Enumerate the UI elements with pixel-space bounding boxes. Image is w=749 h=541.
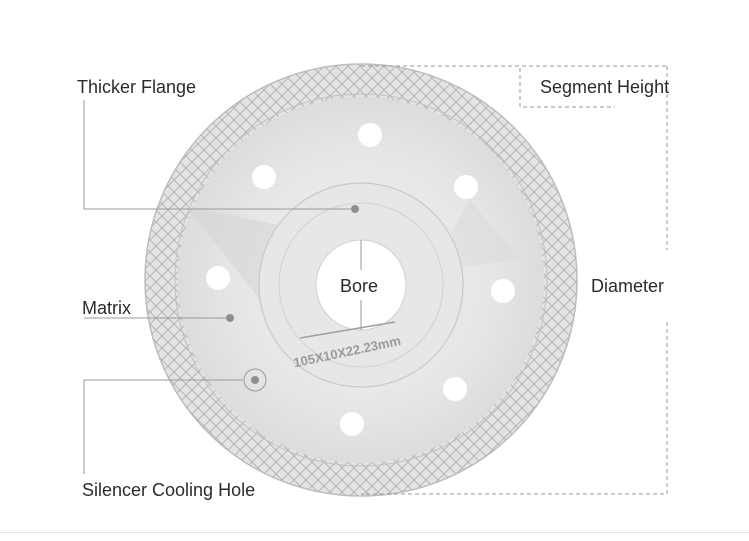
silencer-dot [251,376,259,384]
cooling-hole [454,175,478,199]
thicker-flange-leader [83,100,353,210]
matrix-dot [226,314,234,322]
label-diameter: Diameter [591,276,665,296]
cooling-hole [491,279,515,303]
silencer-leader [83,379,243,474]
cooling-hole [443,377,467,401]
cooling-hole [252,165,276,189]
label-thicker-flange: Thicker Flange [77,77,197,97]
bottom-divider [0,532,749,533]
diameter-line-bottom [361,322,668,495]
marking-arrow [299,321,396,339]
silencer-ring [243,368,267,392]
segment-height-bracket [519,68,615,108]
cooling-hole [206,266,230,290]
flange-ring-inner [278,202,444,368]
label-silencer-cooling-hole: Silencer Cooling Hole [82,480,256,500]
cooling-hole [340,412,364,436]
rim-inner-edge [174,93,548,467]
label-segment-height: Segment Height [540,77,670,97]
label-bore: Bore [340,276,379,296]
label-matrix: Matrix [82,298,131,318]
thicker-flange-dot [351,205,359,213]
cooling-hole [358,123,382,147]
